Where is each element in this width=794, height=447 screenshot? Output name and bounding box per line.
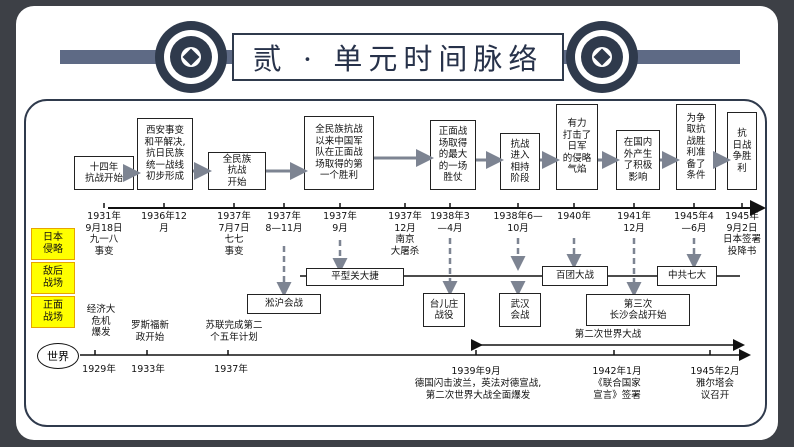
timeline-date: 1940年 xyxy=(557,211,591,222)
timeline-date: 1937年 8—11月 xyxy=(265,211,303,234)
content-frame xyxy=(24,99,767,427)
top-event-box: 为争 取抗 战胜 利准 备了 条件 xyxy=(676,104,716,190)
side-label-rear: 敌后 战场 xyxy=(31,262,75,294)
world-date-1937: 1937年 xyxy=(214,364,248,375)
timeline-date: 1945年4 —6月 xyxy=(674,211,714,234)
top-event-box: 西安事变 和平解决, 抗日民族 统一战线 初步形成 xyxy=(137,118,193,190)
timeline-date: 1936年12 月 xyxy=(141,211,187,234)
top-event-box: 抗战 进入 相持 阶段 xyxy=(500,133,540,190)
timeline-date: 1937年 9月 xyxy=(323,211,357,234)
side-label-japan: 日本 侵略 xyxy=(31,228,75,260)
world-date-1939: 1939年9月 xyxy=(451,366,501,377)
top-event-box: 有力 打击了 日军 的侵略 气焰 xyxy=(556,104,598,190)
battle-changsha: 第三次 长沙会战开始 xyxy=(586,294,690,326)
top-event-box: 全民族抗战 以来中国军 队在正面战 场取得的第 一个胜利 xyxy=(304,116,374,190)
timeline-date: 1945年 9月2日 日本签署 投降书 xyxy=(722,211,761,257)
world-event-1937: 苏联完成第二 个五年计划 xyxy=(205,320,263,343)
world-date-1945: 1945年2月 xyxy=(690,366,740,377)
ornament-left-icon xyxy=(155,21,227,93)
side-label-front: 正面 战场 xyxy=(31,296,75,328)
world-date-1933: 1933年 xyxy=(131,364,165,375)
page-title: 贰 · 单元时间脉络 xyxy=(232,33,564,81)
world-event-1933: 罗斯福新 政开始 xyxy=(130,320,169,343)
timeline-date: 1931年 9月18日 九一八 事变 xyxy=(85,211,123,257)
event-qida: 中共七大 xyxy=(657,266,717,286)
battle-wuhan: 武汉 会战 xyxy=(499,293,541,327)
timeline-date: 1938年3 —4月 xyxy=(430,211,470,234)
world-event-1942: 《联合国家 宣言》签署 xyxy=(593,378,641,401)
battle-pingxingguan: 平型关大捷 xyxy=(306,268,404,286)
battle-songhu: 淞沪会战 xyxy=(247,294,321,314)
top-event-box: 正面战 场取得 的最大 的一场 胜仗 xyxy=(430,120,476,190)
world-event-1939: 德国闪击波兰，英法对德宣战, 第二次世界大战全面爆发 xyxy=(414,378,542,401)
ornament-right-icon xyxy=(566,21,638,93)
top-event-box: 全民族 抗战 开始 xyxy=(208,152,266,190)
timeline-date: 1941年 12月 xyxy=(617,211,651,234)
battle-taierzhuang: 台儿庄 战役 xyxy=(423,293,465,327)
world-label: 世界 xyxy=(37,343,79,369)
top-event-box: 抗 日战 争胜 利 xyxy=(727,112,757,190)
ww2-label: 第二次世界大战 xyxy=(574,329,642,340)
timeline-date: 1937年 7月7日 七七 事变 xyxy=(217,211,251,257)
timeline-date: 1938年6— 10月 xyxy=(493,211,543,234)
world-date-1942: 1942年1月 xyxy=(592,366,642,377)
battle-baituan: 百团大战 xyxy=(542,266,608,286)
timeline-date: 1937年 12月 南京 大屠杀 xyxy=(388,211,422,257)
world-event-1945: 雅尔塔会 议召开 xyxy=(695,378,734,401)
world-date-1929: 1929年 xyxy=(82,364,116,375)
world-event-1929: 经济大 危机 爆发 xyxy=(86,304,116,338)
